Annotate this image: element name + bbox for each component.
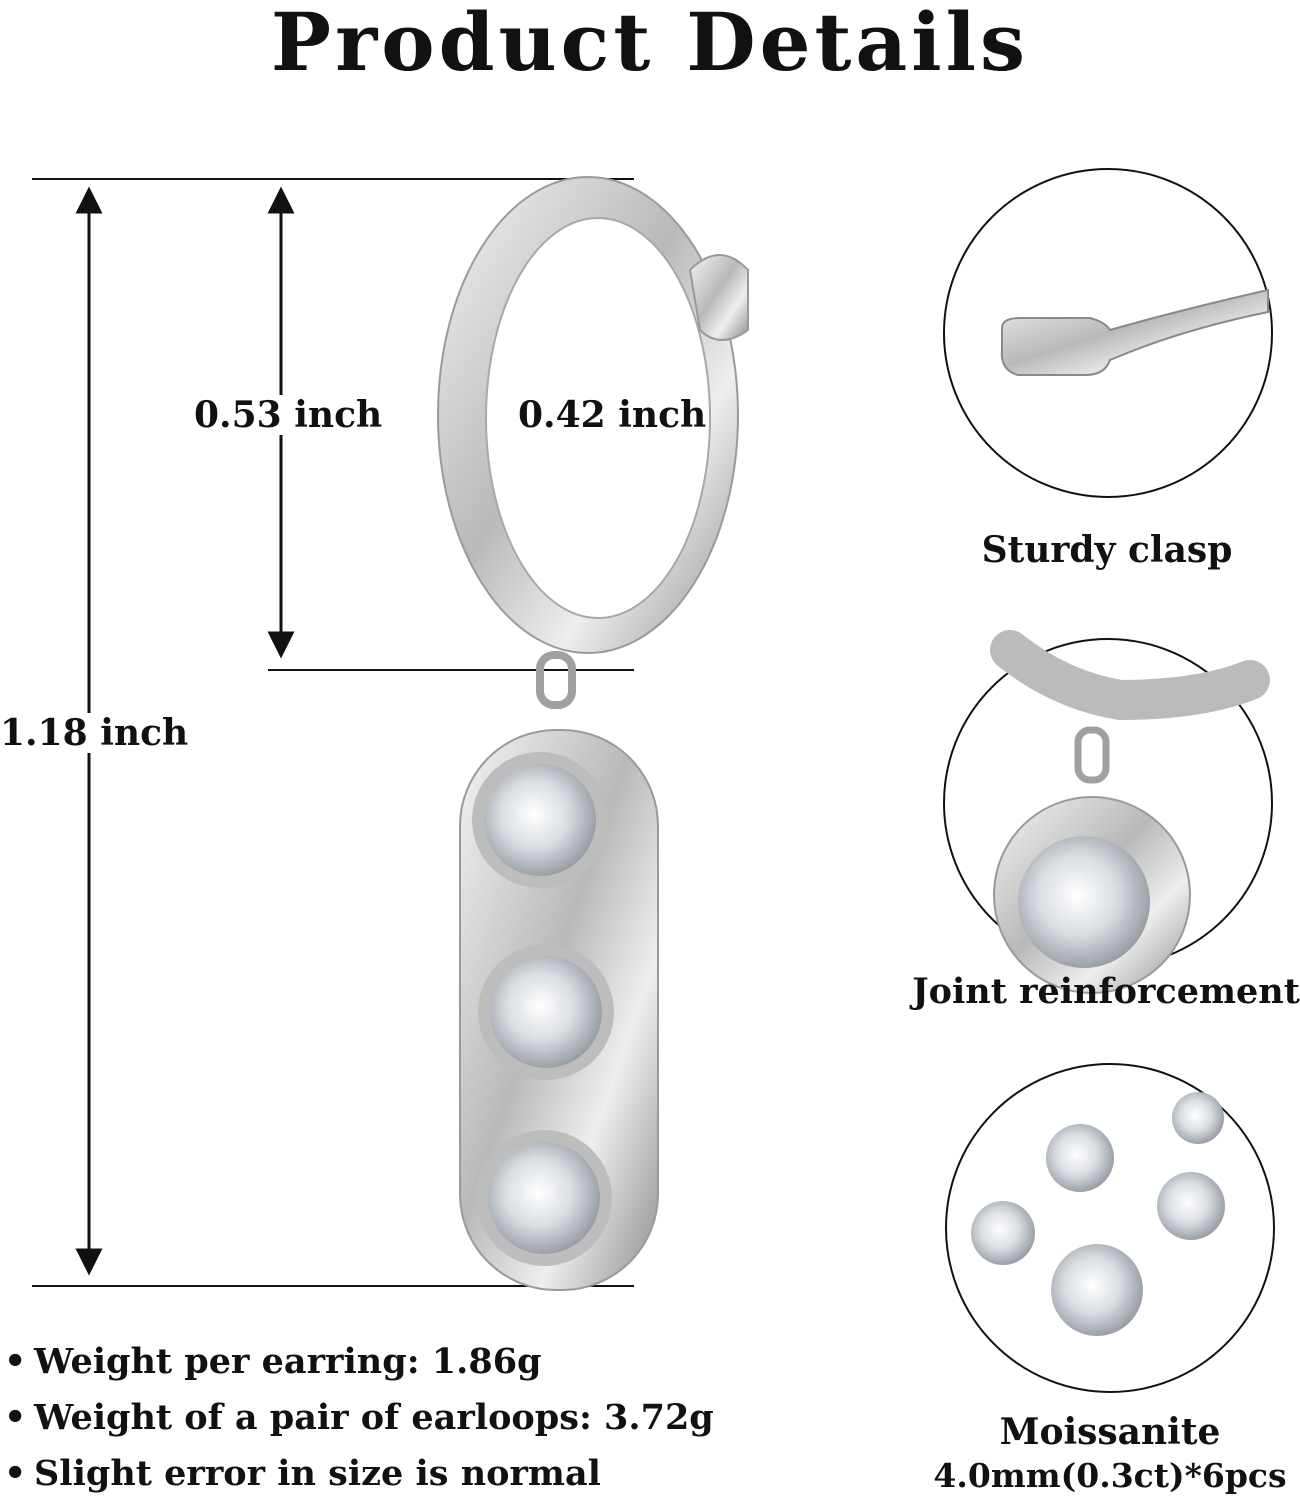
total-height-label: 1.18 inch — [0, 712, 189, 754]
moissanite-caption: Moissanite — [999, 1411, 1221, 1453]
gem-pendant — [459, 729, 659, 1291]
list-item: •Weight of a pair of earloops: 3.72g — [4, 1397, 714, 1438]
list-item: •Weight per earring: 1.86g — [4, 1341, 542, 1382]
page-title: Product Details — [270, 0, 1030, 89]
list-item: •Slight error in size is normal — [4, 1453, 601, 1494]
moissanite-spec: 4.0mm(0.3ct)*6pcs — [933, 1456, 1287, 1495]
spec-list: •Weight per earring: 1.86g •Weight of a … — [4, 1334, 714, 1502]
outer-diameter-label: 0.53 inch — [194, 394, 383, 436]
jump-ring — [536, 651, 576, 709]
clasp-closeup-image — [943, 168, 1273, 498]
joint-closeup-image — [943, 630, 1273, 994]
joint-caption: Joint reinforcement — [912, 971, 1300, 1012]
inner-diameter-label: 0.42 inch — [518, 394, 707, 436]
clasp-caption: Sturdy clasp — [981, 529, 1233, 571]
gemstones-image — [945, 1063, 1275, 1393]
